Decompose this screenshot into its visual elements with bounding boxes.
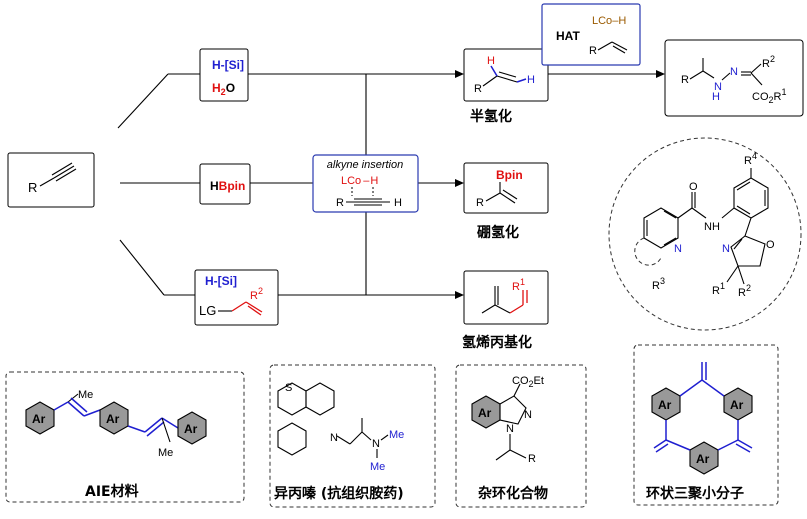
svg-text:R2: R2 bbox=[250, 286, 263, 302]
svg-text:Ar: Ar bbox=[106, 412, 120, 426]
svg-text:H2O: H2O bbox=[212, 81, 235, 97]
app-heterocycle: Ar CO2Et N N R 杂环化合物 bbox=[455, 364, 587, 508]
svg-text:N: N bbox=[524, 409, 532, 421]
svg-text:Me: Me bbox=[389, 429, 404, 441]
svg-text:HBpin: HBpin bbox=[210, 179, 245, 193]
ligand-structure: N R3 O NH R4 O N R1 bbox=[608, 137, 802, 331]
svg-text:Ar: Ar bbox=[32, 412, 46, 426]
svg-text:H-[Si]: H-[Si] bbox=[205, 274, 237, 288]
svg-text:R2: R2 bbox=[762, 54, 775, 70]
svg-text:R: R bbox=[476, 197, 484, 209]
hat-label: HAT bbox=[556, 29, 580, 43]
svg-text:S: S bbox=[285, 382, 292, 394]
branch-lines bbox=[117, 70, 464, 299]
substrate-r: R bbox=[28, 180, 37, 195]
reagent-box-hbpin: HBpin bbox=[199, 163, 251, 205]
reagent-box-hsi-h2o: H-[Si] H2O bbox=[199, 48, 249, 102]
svg-text:LCo–H: LCo–H bbox=[341, 175, 378, 187]
svg-text:R: R bbox=[589, 45, 597, 57]
product-box-hydroallylation: R1 氢烯丙基化 bbox=[462, 270, 549, 351]
svg-text:O: O bbox=[689, 181, 698, 193]
hat-arrow bbox=[548, 70, 665, 78]
product-box-semihydrogenation: R H H 半氢化 bbox=[463, 48, 549, 125]
svg-text:R1: R1 bbox=[512, 277, 525, 293]
svg-text:Bpin: Bpin bbox=[496, 168, 523, 182]
svg-text:N: N bbox=[674, 243, 682, 255]
svg-text:N: N bbox=[714, 81, 722, 93]
reagent-box-allyl: H-[Si] LG R2 bbox=[194, 269, 279, 326]
svg-text:R4: R4 bbox=[744, 151, 757, 167]
svg-text:Me: Me bbox=[78, 389, 93, 401]
app-promethazine: S N N Me Me 异丙嗪 (抗组织胺药) bbox=[269, 364, 436, 508]
label-semihydrogenation: 半氢化 bbox=[470, 108, 512, 125]
svg-text:Me: Me bbox=[158, 447, 173, 459]
substrate-box: R bbox=[7, 152, 95, 208]
app-cyclic-trimer: Ar Ar Ar 环状三聚小分子 bbox=[633, 344, 779, 506]
svg-text:R: R bbox=[336, 197, 344, 209]
svg-text:N: N bbox=[372, 438, 380, 450]
label-promethazine: 异丙嗪 (抗组织胺药) bbox=[274, 485, 404, 502]
svg-text:LCo–H: LCo–H bbox=[592, 15, 626, 27]
svg-text:R: R bbox=[681, 74, 689, 86]
svg-text:H: H bbox=[487, 55, 495, 67]
svg-text:CO2Et: CO2Et bbox=[512, 375, 544, 389]
svg-text:O: O bbox=[766, 239, 775, 251]
svg-text:N: N bbox=[730, 66, 738, 78]
product-box-hydrazone: R N H N R2 CO2R1 bbox=[664, 39, 804, 117]
svg-text:N: N bbox=[506, 423, 514, 435]
svg-text:N: N bbox=[330, 432, 338, 444]
svg-text:N: N bbox=[722, 243, 730, 255]
svg-text:Ar: Ar bbox=[658, 398, 672, 412]
label-hydroallylation: 氢烯丙基化 bbox=[462, 334, 532, 351]
svg-text:H: H bbox=[712, 91, 720, 103]
svg-text:R: R bbox=[528, 453, 536, 465]
svg-text:H-[Si]: H-[Si] bbox=[212, 58, 244, 72]
svg-text:R3: R3 bbox=[652, 276, 665, 292]
alkyne-insertion-label: alkyne insertion bbox=[327, 159, 403, 171]
hat-box: HAT LCo–H R bbox=[541, 3, 641, 66]
svg-text:H: H bbox=[394, 197, 402, 209]
product-box-hydroboration: Bpin R 硼氢化 bbox=[463, 162, 549, 241]
svg-text:Ar: Ar bbox=[730, 398, 744, 412]
label-cyclic-trimer: 环状三聚小分子 bbox=[646, 485, 744, 502]
svg-text:R2: R2 bbox=[738, 283, 751, 299]
label-hydroboration: 硼氢化 bbox=[477, 224, 519, 241]
catalyst-box: alkyne insertion LCo–H R H bbox=[312, 154, 419, 213]
svg-text:R1: R1 bbox=[712, 281, 725, 297]
svg-text:CO2R1: CO2R1 bbox=[752, 87, 786, 105]
leaving-group: LG bbox=[199, 303, 216, 318]
svg-text:NH: NH bbox=[704, 221, 720, 233]
label-aie: AIE材料 bbox=[85, 483, 139, 500]
svg-text:Me: Me bbox=[370, 461, 385, 473]
label-heterocycle: 杂环化合物 bbox=[478, 485, 548, 502]
app-aie: Ar Me Ar Me Ar AIE材料 bbox=[5, 371, 245, 503]
svg-text:Ar: Ar bbox=[184, 422, 198, 436]
svg-text:H: H bbox=[527, 74, 535, 86]
hsi-h: H-[Si] bbox=[212, 58, 244, 72]
svg-text:R: R bbox=[474, 83, 482, 95]
svg-text:Ar: Ar bbox=[478, 406, 492, 420]
svg-text:Ar: Ar bbox=[696, 452, 710, 466]
